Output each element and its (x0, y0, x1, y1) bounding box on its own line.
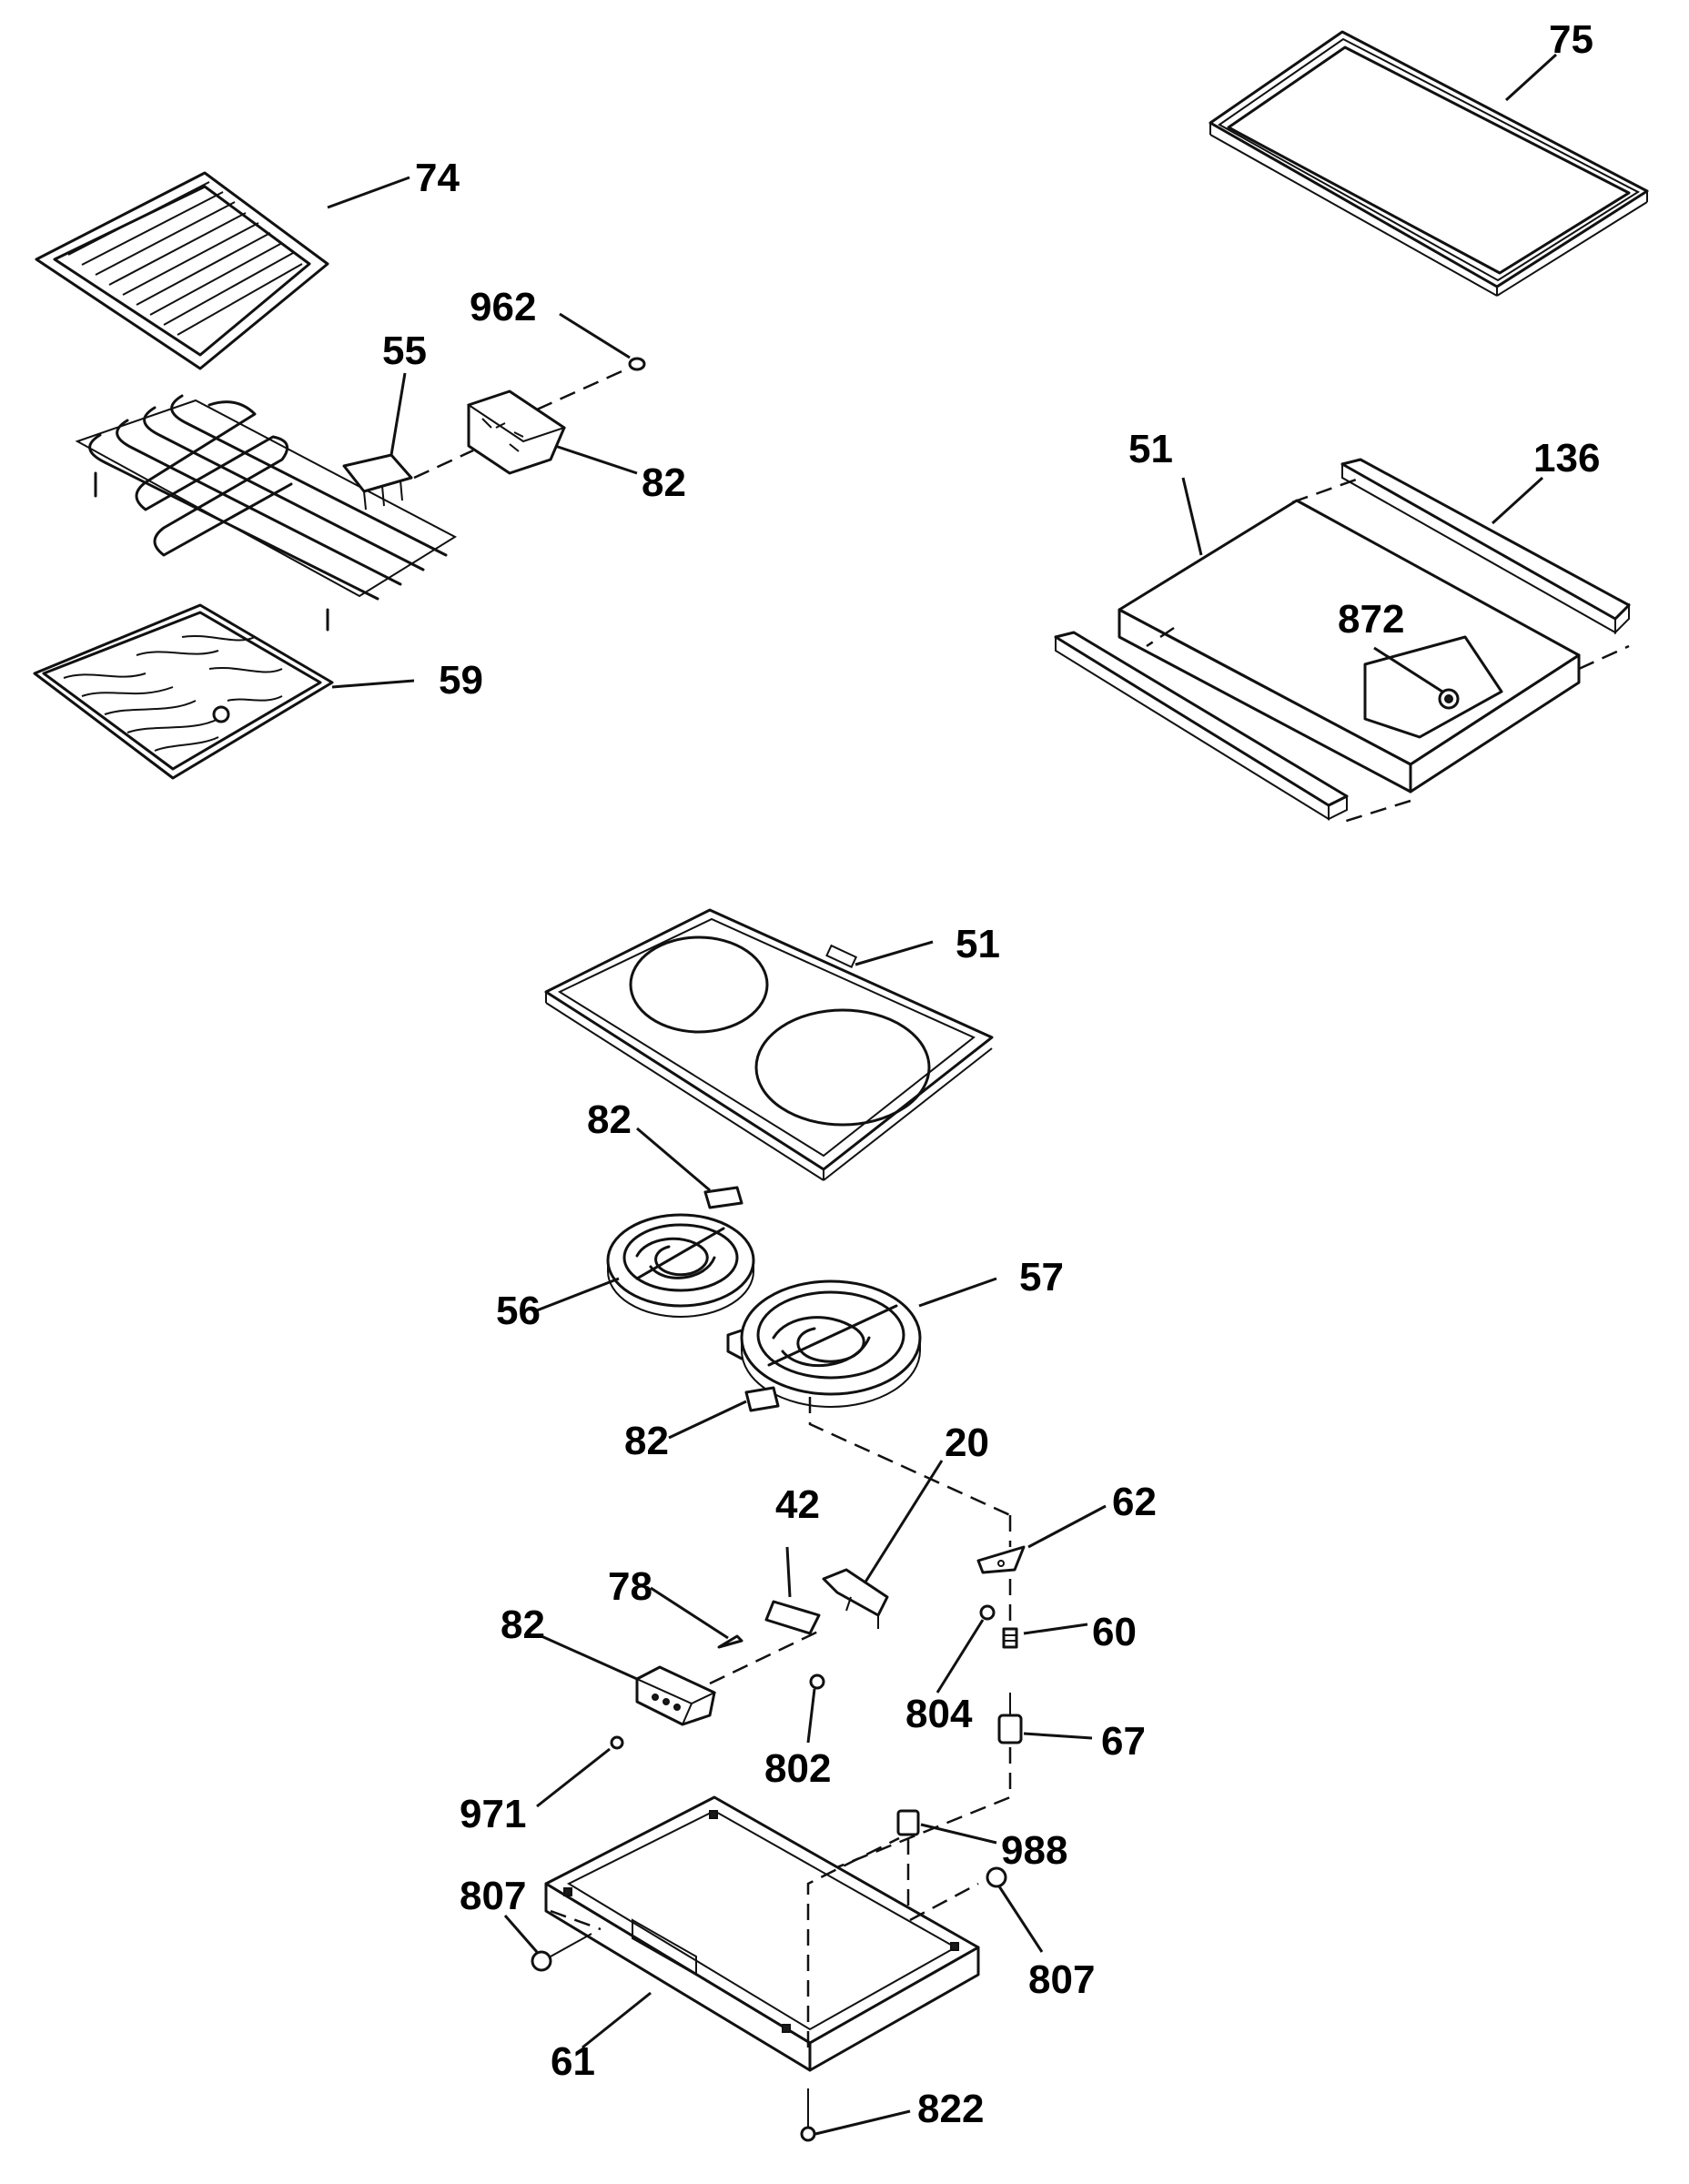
part-807-left-screw (503, 1915, 592, 1972)
part-822-screw (800, 2088, 911, 2142)
part-872-badge (1363, 635, 1503, 739)
callout-82-top: 82 (587, 1097, 632, 1142)
part-136-front-strip (1054, 631, 1349, 821)
part-78-pin (650, 1586, 743, 1649)
callout-872: 872 (1338, 597, 1404, 642)
part-82-grill-terminal-block (466, 367, 638, 475)
callout-20: 20 (945, 1421, 989, 1465)
callout-988: 988 (1001, 1828, 1067, 1873)
callout-67: 67 (1101, 1719, 1146, 1764)
callout-802: 802 (764, 1746, 831, 1791)
callout-60: 60 (1092, 1610, 1137, 1654)
part-75-frame (1209, 30, 1649, 297)
part-57-large-burner (668, 1277, 1011, 1517)
callout-807-right: 807 (1028, 1957, 1095, 2002)
callout-62: 62 (1112, 1480, 1157, 1524)
callout-804: 804 (905, 1692, 973, 1736)
callout-971: 971 (460, 1792, 526, 1836)
part-962-fastener (559, 312, 646, 371)
part-67-stud (818, 1693, 1093, 1876)
part-56-small-burner (536, 1127, 755, 1318)
callout-82-mid: 82 (624, 1419, 669, 1463)
callout-42: 42 (775, 1482, 820, 1527)
callout-59: 59 (439, 658, 483, 703)
callout-807-left: 807 (460, 1874, 526, 1918)
callout-56: 56 (496, 1289, 541, 1333)
part-42-plate (764, 1546, 821, 1635)
part-802-screw (806, 1673, 825, 1744)
part-55-broil-element (75, 372, 474, 632)
callout-822: 822 (917, 2087, 984, 2131)
part-807-right-screw (986, 1866, 1044, 1953)
callout-82-block: 82 (501, 1603, 545, 1647)
part-74-grill-grate (35, 171, 410, 370)
callout-labels: 74 75 962 55 82 59 51 136 872 51 82 56 5… (382, 17, 1600, 2131)
part-61-burner-box (544, 1795, 980, 2072)
callout-74: 74 (415, 156, 460, 200)
part-82-terminal-block (541, 1627, 824, 1726)
callout-57: 57 (1019, 1255, 1064, 1299)
callout-962: 962 (470, 285, 536, 329)
part-804-screw (936, 1604, 996, 1694)
part-136-side-strip (1340, 458, 1631, 635)
callout-51-cover: 51 (1128, 427, 1173, 471)
part-971-fastener (536, 1735, 624, 1808)
part-62-bracket (976, 1504, 1107, 1574)
callout-51-glass: 51 (956, 922, 1000, 966)
part-988-clip (896, 1809, 997, 1920)
callout-136: 136 (1533, 436, 1600, 480)
callout-82-grill: 82 (642, 460, 686, 505)
part-51-glass-cooktop (544, 908, 994, 1181)
callout-61: 61 (551, 2039, 595, 2084)
part-59-drip-pan (33, 603, 415, 780)
callout-75: 75 (1549, 17, 1593, 62)
part-60-spring (1002, 1579, 1088, 1649)
part-20-bracket (822, 1460, 944, 1629)
callout-78: 78 (608, 1564, 652, 1609)
callout-55: 55 (382, 329, 427, 373)
